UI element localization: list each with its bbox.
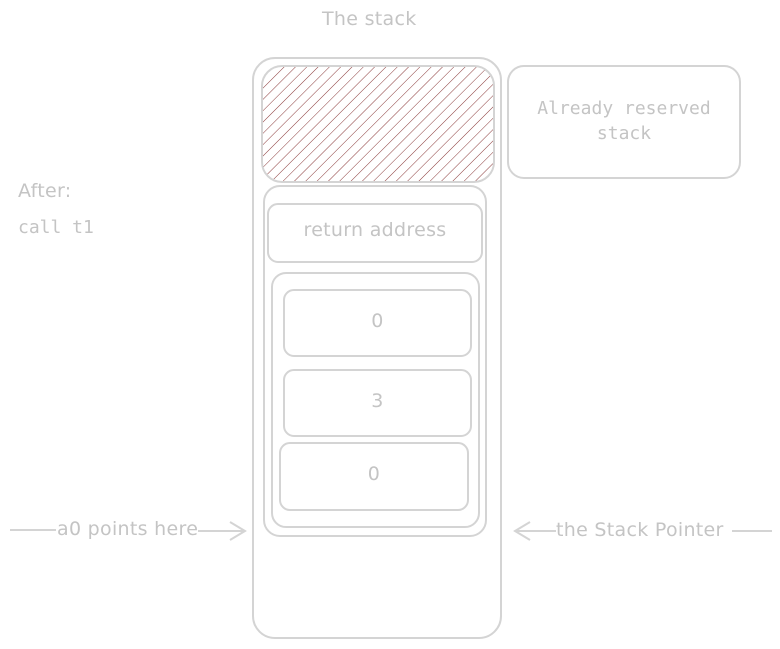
reserved-label-box <box>507 65 741 179</box>
reserved-region <box>261 65 495 183</box>
value-label: 0 <box>367 463 381 485</box>
diagram-title: The stack <box>322 8 417 30</box>
stack-outer-box <box>252 57 502 639</box>
value-label: 0 <box>371 310 384 332</box>
left-arrow-label: a0 points here <box>57 518 199 540</box>
return-address-label: return address <box>303 219 447 241</box>
return-address-box <box>267 203 483 263</box>
value-cell <box>283 289 472 357</box>
value-cell <box>283 369 472 437</box>
right-arrow-label: the Stack Pointer <box>556 519 724 541</box>
value-label: 3 <box>371 390 384 412</box>
note-call: call t1 <box>18 217 94 238</box>
frame-box <box>263 185 487 537</box>
reserved-label: Already reserved stack <box>537 98 711 144</box>
value-cell <box>279 442 469 511</box>
note-after: After: <box>18 180 72 202</box>
left-arrowhead <box>229 521 247 541</box>
values-container <box>271 272 480 528</box>
